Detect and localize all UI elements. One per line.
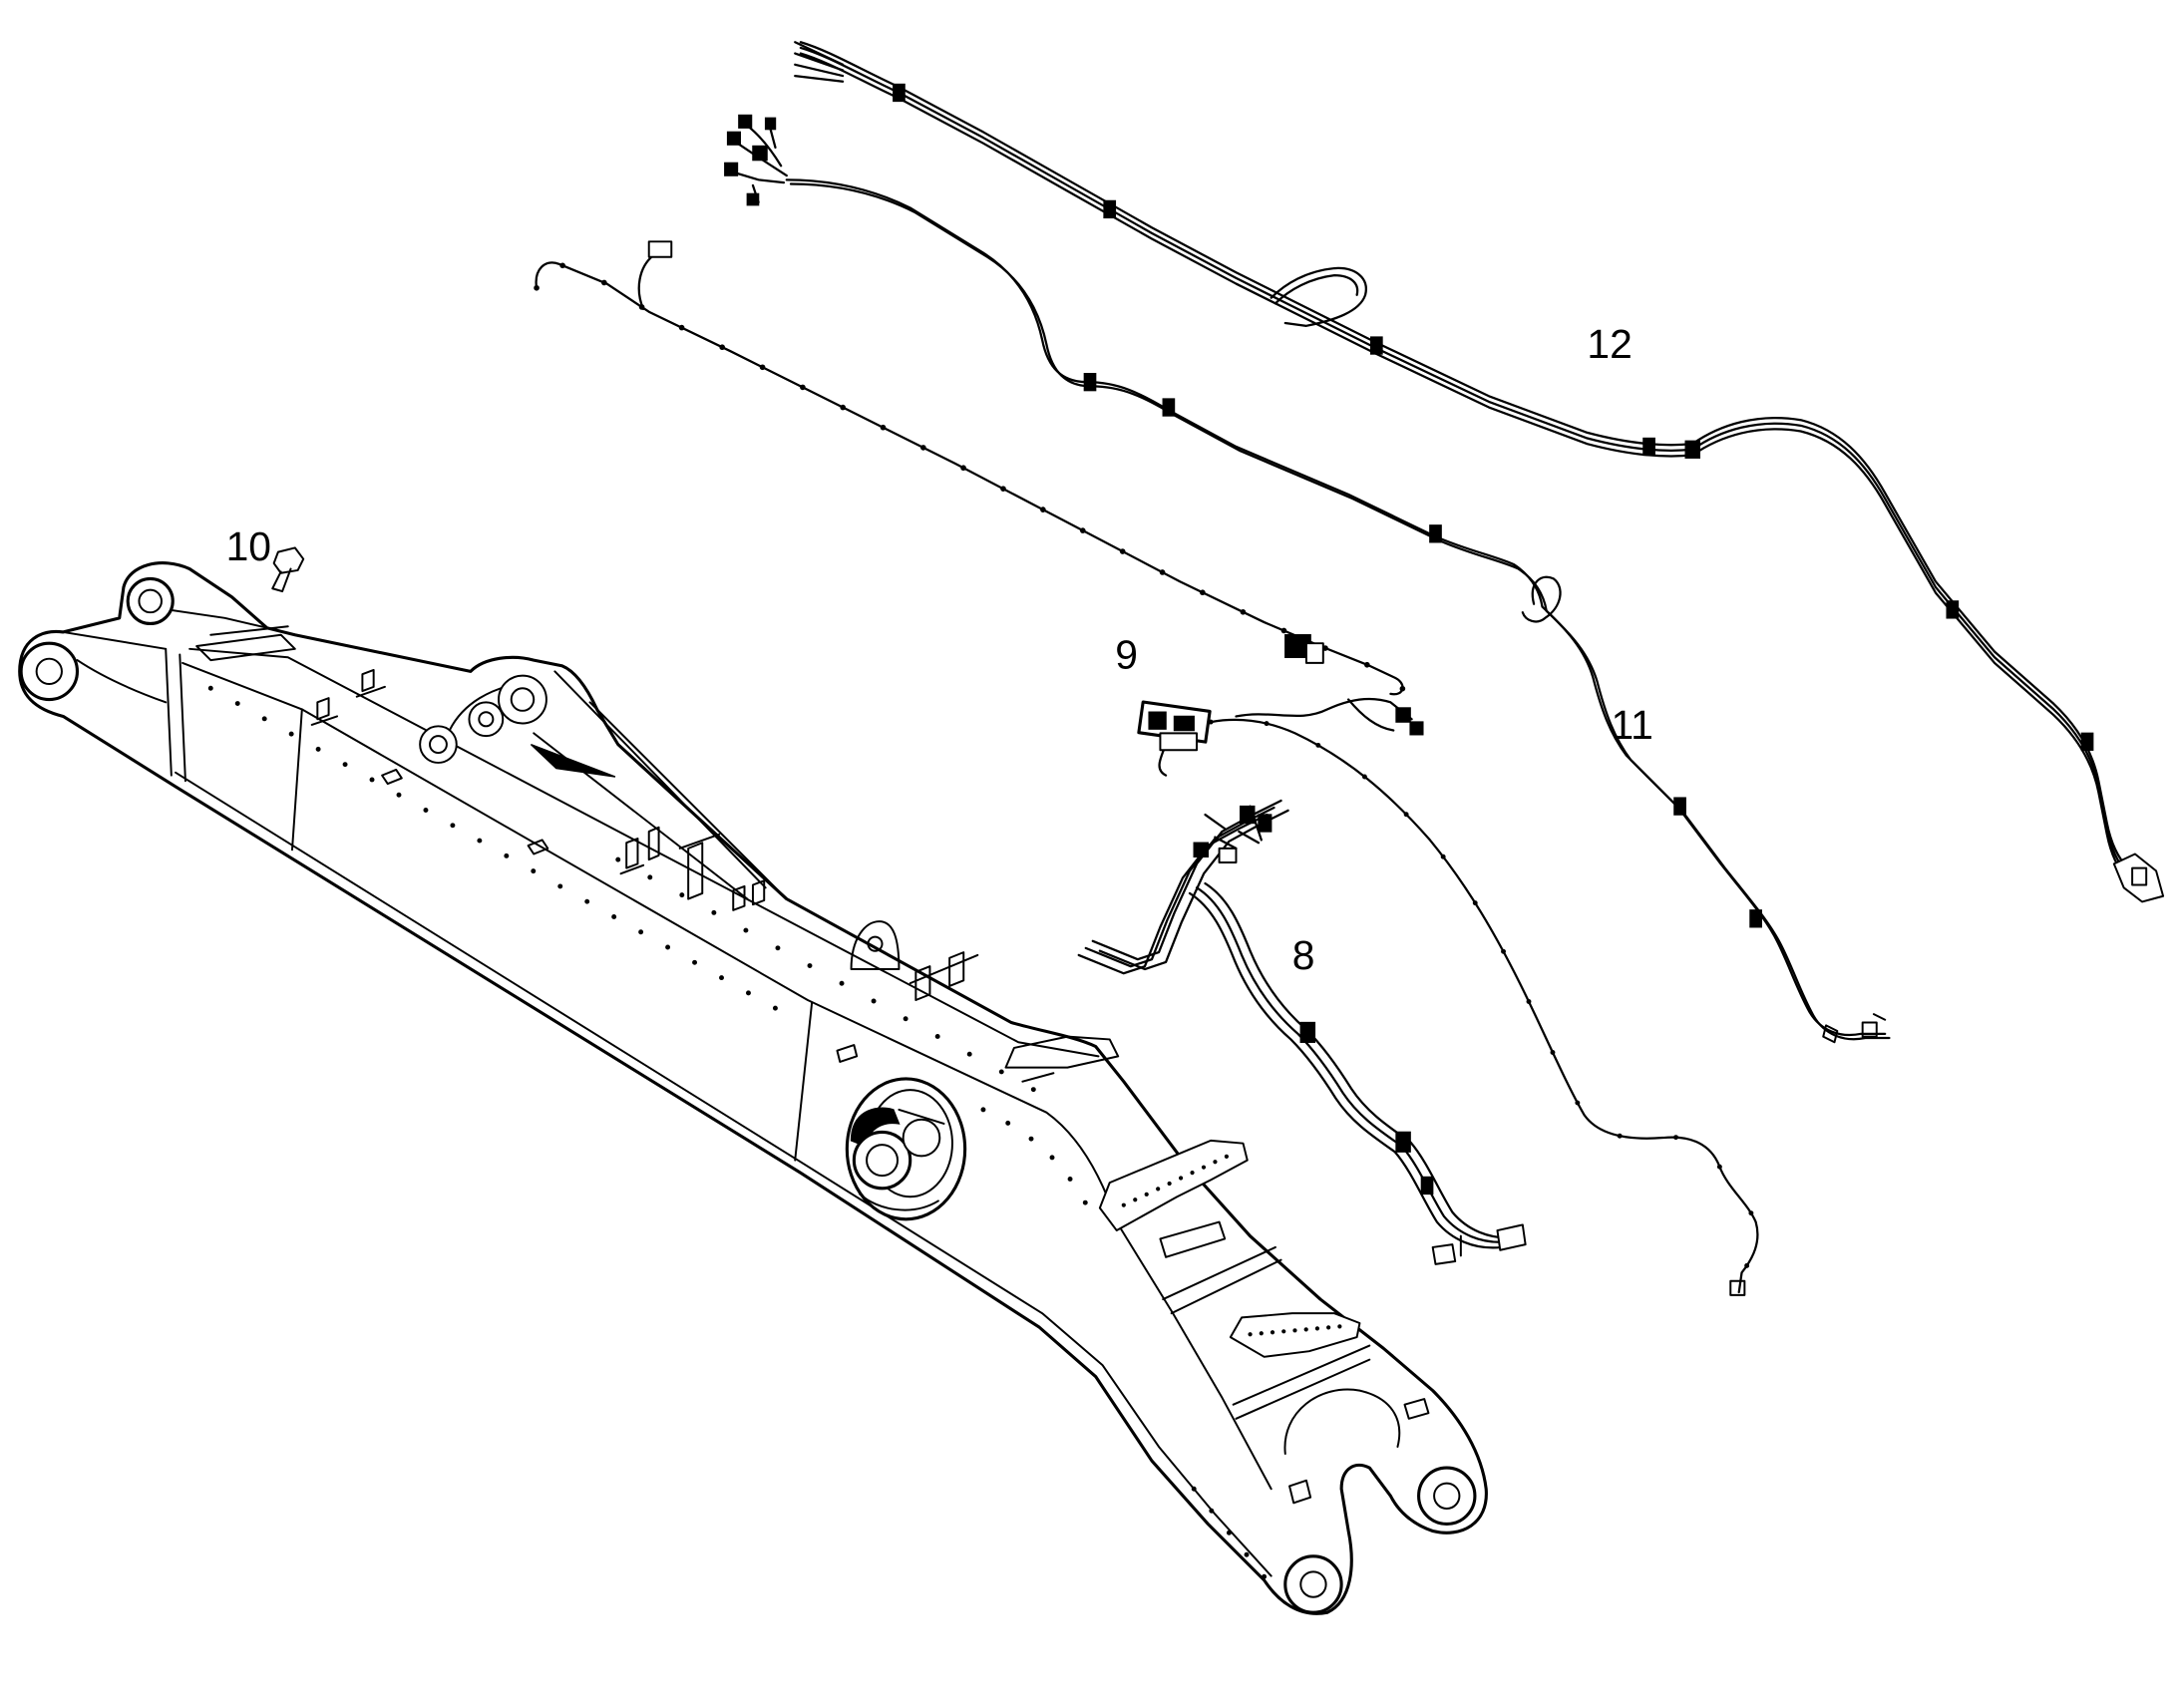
harness-9-connector-block <box>1137 700 1212 752</box>
callout-labels: 12 10 9 11 8 <box>226 321 1653 978</box>
harness-8-clips <box>1299 1021 1434 1196</box>
harness-11 <box>724 114 1891 1044</box>
harness-9-sensor-wire <box>537 240 1403 694</box>
harness-8-top-connectors <box>1193 805 1272 863</box>
harness-8 <box>1077 799 1527 1265</box>
boom-foot-pin-eyes <box>1283 1466 1477 1614</box>
boom-bottom-plate-line <box>175 771 1272 1577</box>
boom-box-section-lines <box>165 647 814 1162</box>
harness-12-end-connector <box>2112 853 2165 903</box>
callout-10: 10 <box>226 523 271 569</box>
arm-cylinder-bracket <box>419 670 788 900</box>
callout-12: 12 <box>1587 321 1632 367</box>
harness-11-clips <box>1083 373 1762 928</box>
harness-9 <box>1137 697 1758 1296</box>
boom-cross-tube <box>195 625 296 662</box>
boom-root-pin-eyes <box>19 576 175 702</box>
harness-12 <box>794 41 2165 903</box>
bolt-part <box>271 546 305 593</box>
harness-12-clips <box>893 83 2094 751</box>
boom-top-brackets <box>310 668 1120 1083</box>
boom-rivet-dots <box>207 685 1281 1597</box>
callout-11: 11 <box>1611 702 1652 748</box>
harness-11-start-connectors <box>724 114 788 206</box>
boom-assembly <box>18 561 1488 1615</box>
callout-9: 9 <box>1115 632 1138 678</box>
boom-foot-pin-boss <box>845 1077 967 1221</box>
harness-8-end-connectors <box>1431 1223 1527 1265</box>
boom-outline <box>18 561 1488 1615</box>
boom-foot-plates <box>1098 1139 1430 1505</box>
callout-8: 8 <box>1292 932 1315 978</box>
harness-11-end-connectors <box>1822 1013 1887 1044</box>
